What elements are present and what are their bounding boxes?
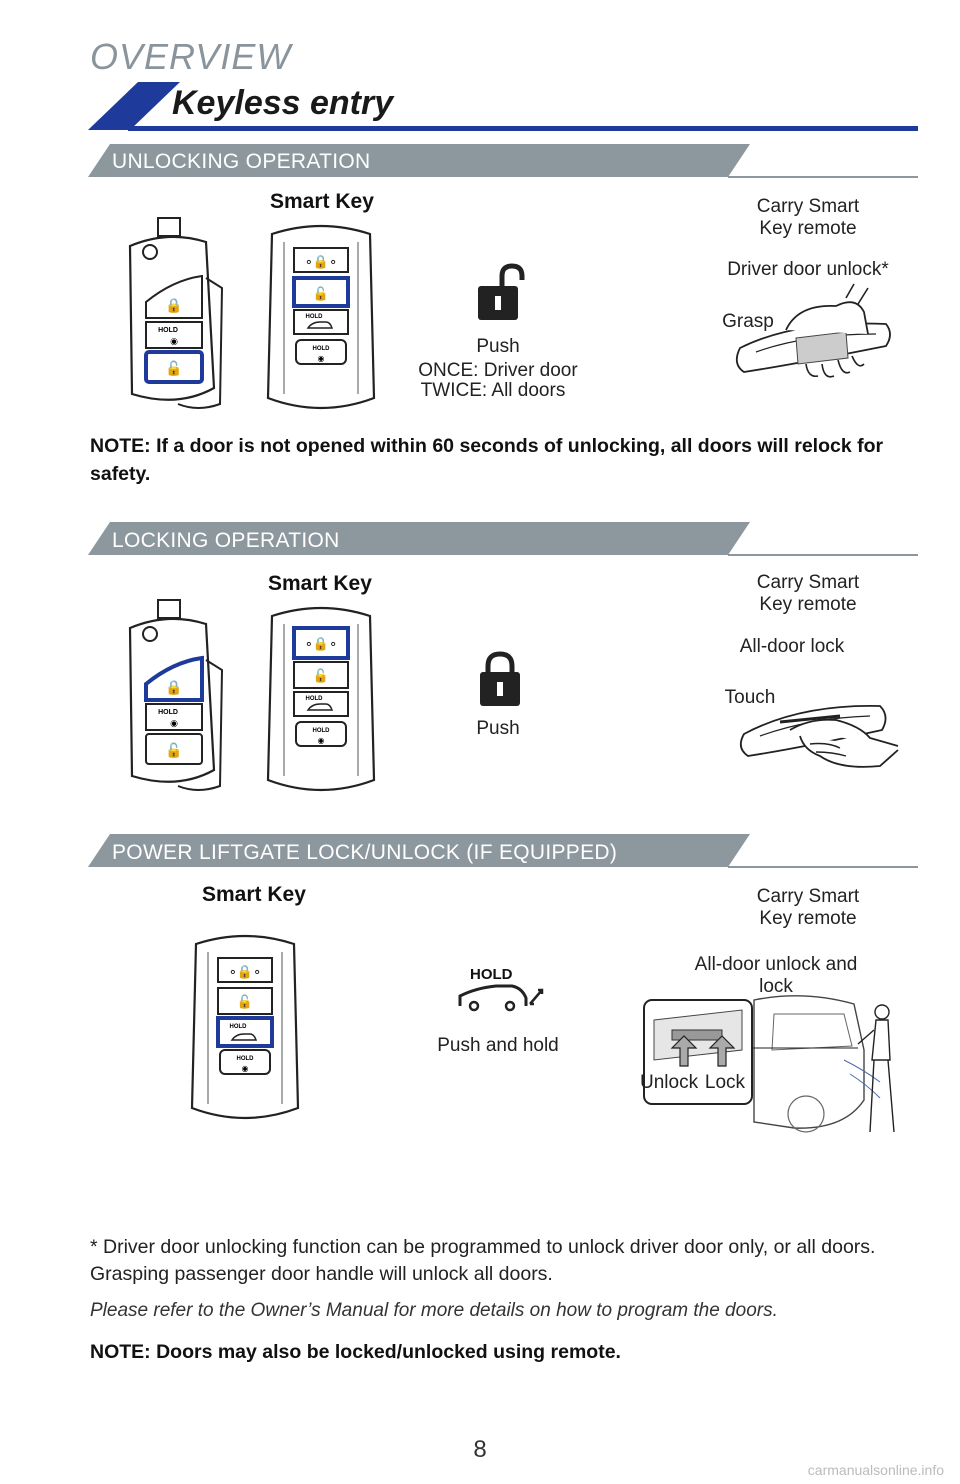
section-bar-locking [88,522,918,556]
svg-text:HOLD: HOLD [230,1024,248,1030]
section-bar-liftgate [88,834,918,868]
svg-text:◉: ◉ [242,1064,249,1073]
asterisk-footnote: * Driver door unlocking function can be … [90,1236,876,1285]
svg-text:∘🔒∘: ∘🔒∘ [305,637,337,652]
grasp-label: Grasp [722,311,774,332]
svg-text:HOLD: HOLD [237,1056,255,1062]
all-door-lock-label: All-door lock [739,636,845,657]
liftgate-icon [458,984,544,1012]
svg-text:◉: ◉ [318,736,325,745]
svg-text:◉: ◉ [170,337,178,347]
hold-label: HOLD [470,966,513,983]
carry-label-line1: Carry Smart [756,196,860,217]
svg-text:🔓: 🔓 [313,286,329,302]
section-heading-locking: LOCKING OPERATION [112,529,340,552]
unlock-note: NOTE: If a door is not opened within 60 … [90,432,920,488]
smart-key-fob-icon: ∘🔒∘ 🔓 HOLD HOLD ◉ [266,224,376,410]
svg-text:🔓: 🔓 [165,360,182,377]
svg-text:∘🔒∘: ∘🔒∘ [305,255,337,270]
smart-key-fob-icon: ∘🔒∘ 🔓 HOLD HOLD ◉ [266,606,376,792]
svg-text:HOLD: HOLD [306,696,324,702]
svg-text:HOLD: HOLD [158,709,178,716]
smart-key-label: Smart Key [268,572,372,595]
smart-key-fob-icon: ∘🔒∘ 🔓 HOLD HOLD ◉ [190,934,300,1120]
liftgate-vehicle-illustration-icon [643,995,895,1133]
push-label: Push [476,718,520,739]
section-heading-unlocking: UNLOCKING OPERATION [112,150,371,173]
watermark: carmanualsonline.info [807,1462,944,1478]
overview-label: OVERVIEW [90,36,292,77]
carry-label-line2: Key remote [759,594,857,615]
svg-text:◉: ◉ [318,354,325,363]
svg-text:∘🔒∘: ∘🔒∘ [229,965,261,980]
unlock-icon [478,263,525,320]
lock-label: Lock [704,1072,746,1093]
svg-text:🔒: 🔒 [165,298,182,314]
svg-text:HOLD: HOLD [306,314,324,320]
smart-key-label: Smart Key [270,190,374,213]
page-number: 8 [473,1436,487,1463]
note-label: NOTE: [90,435,151,457]
flip-key-remote-icon: 🔒 HOLD ◉ 🔓 [128,217,224,409]
once-label: ONCE: Driver door [418,360,578,381]
lock-icon [480,651,520,706]
section-heading-liftgate: POWER LIFTGATE LOCK/UNLOCK (IF EQUIPPED) [112,841,618,864]
carry-label-line2: Key remote [759,218,857,239]
remote-note: NOTE: Doors may also be locked/unlocked … [90,1341,621,1363]
push-and-hold-label: Push and hold [437,1035,559,1056]
touch-label: Touch [724,687,776,708]
hand-touching-handle-icon [739,704,899,768]
driver-door-unlock-label: Driver door unlock* [727,259,889,280]
unlock-label: Unlock [640,1072,699,1093]
svg-text:HOLD: HOLD [313,728,331,734]
note-text: If a door is not opened within 60 second… [90,435,884,485]
svg-text:🔓: 🔓 [237,994,253,1010]
hand-grasping-handle-icon [735,283,891,378]
flip-key-remote-icon: 🔒 HOLD ◉ 🔓 [128,599,224,791]
owners-manual-note: Please refer to the Owner’s Manual for m… [90,1300,778,1321]
push-label: Push [476,336,520,357]
title-bar [88,82,918,131]
page-title: Keyless entry [172,84,394,122]
svg-text:◉: ◉ [170,719,178,729]
section-bar-unlocking [88,144,918,178]
carry-label-line2: Key remote [759,908,857,929]
svg-text:🔓: 🔓 [165,742,182,759]
carry-label-line1: Carry Smart [756,572,860,593]
carry-label-line1: Carry Smart [756,886,860,907]
svg-text:🔒: 🔒 [165,680,182,696]
smart-key-label: Smart Key [202,883,306,906]
twice-label: TWICE: All doors [420,380,566,401]
svg-text:HOLD: HOLD [158,327,178,334]
svg-text:HOLD: HOLD [313,346,331,352]
all-door-unlock-lock-label: All-door unlock and lock [694,954,858,997]
svg-text:🔓: 🔓 [313,668,329,684]
